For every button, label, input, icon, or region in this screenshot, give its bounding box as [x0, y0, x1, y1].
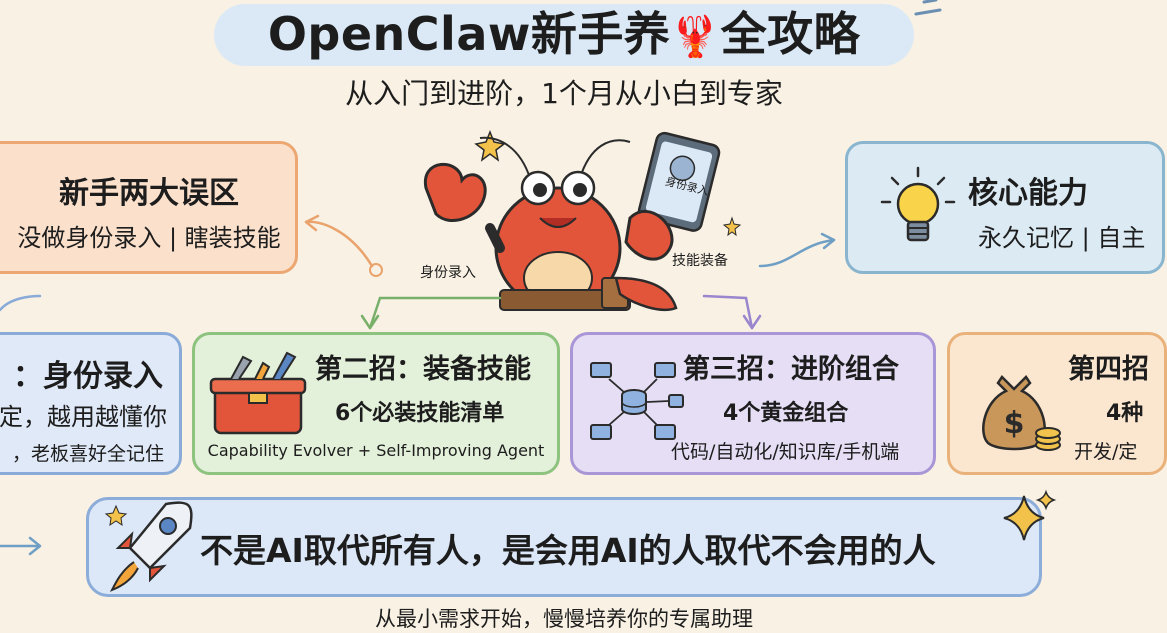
page-title: OpenClaw新手养🦞全攻略 [214, 2, 914, 66]
sparkle-icon [474, 129, 506, 162]
skills-line1: 6个必装技能清单 [335, 401, 505, 426]
side-arrow-icon [0, 536, 42, 556]
skills-title: 第二招：装备技能 [315, 354, 531, 385]
mistakes-title: 新手两大误区 [59, 176, 239, 211]
core-title: 核心能力 [968, 176, 1088, 211]
title-text-part1: OpenClaw新手养 [267, 7, 671, 61]
identity-line1: 定，越用越懂你 [0, 403, 167, 431]
network-icon [590, 362, 684, 440]
identity-title: ：身份录入 [13, 359, 163, 394]
toolbox-icon [209, 351, 307, 435]
title-text-part2: 全攻略 [720, 7, 861, 61]
sparkle-icon [722, 216, 742, 237]
lightbulb-icon [880, 166, 956, 242]
advanced-title: 第三招：进阶组合 [683, 354, 899, 385]
card-advanced-combos: 第三招：进阶组合 4个黄金组合 代码/自动化/知识库/手机端 [570, 332, 936, 475]
lobster-mascot-illustration [423, 129, 742, 311]
card-equip-skills: 第二招：装备技能 6个必装技能清单 Capability Evolver + S… [192, 332, 560, 475]
advanced-line2: 代码/自动化/知识库/手机端 [671, 441, 900, 463]
quote-banner [86, 497, 1042, 597]
fourth-line2: 开发/定 [1074, 441, 1138, 463]
decorative-dash-icon [914, 0, 942, 16]
advanced-line1: 4个黄金组合 [723, 401, 849, 426]
mascot-label-identity: 身份录入 [420, 265, 476, 281]
card-core-abilities: 核心能力 永久记忆 | 自主 [845, 141, 1165, 274]
title-pill [214, 4, 914, 66]
rocket-icon [104, 501, 193, 592]
quote-text: 不是AI取代所有人，是会用AI的人取代不会用的人 [200, 531, 936, 570]
fourth-title: 第四招 [1068, 354, 1149, 385]
card-beginner-mistakes: 新手两大误区 没做身份录入 | 瞎装技能 [0, 141, 298, 274]
sparkle-icon [1003, 489, 1057, 541]
svg-text:$: $ [1004, 406, 1025, 441]
connector-arrows [0, 214, 836, 330]
fourth-line1: 4种 [1106, 401, 1144, 426]
skills-line2: Capability Evolver + Self-Improving Agen… [207, 441, 545, 460]
core-text: 永久记忆 | 自主 [978, 224, 1146, 252]
identity-line2: ，老板喜好全记住 [11, 443, 164, 465]
mistakes-text: 没做身份录入 | 瞎装技能 [17, 224, 281, 252]
lobster-emoji-icon: 🦞 [670, 14, 721, 60]
page-subtitle: 从入门到进阶，1个月从小白到专家 [345, 77, 783, 110]
card-fourth-move: 第四招 4种 开发/定 $ [947, 332, 1167, 475]
card-identity-entry: ：身份录入 定，越用越懂你 ，老板喜好全记住 [0, 332, 182, 475]
footer-tagline: 从最小需求开始，慢慢培养你的专属助理 [375, 607, 753, 631]
money-bag-icon: $ [982, 375, 1061, 451]
mascot-label-skills: 技能装备 [672, 253, 728, 269]
